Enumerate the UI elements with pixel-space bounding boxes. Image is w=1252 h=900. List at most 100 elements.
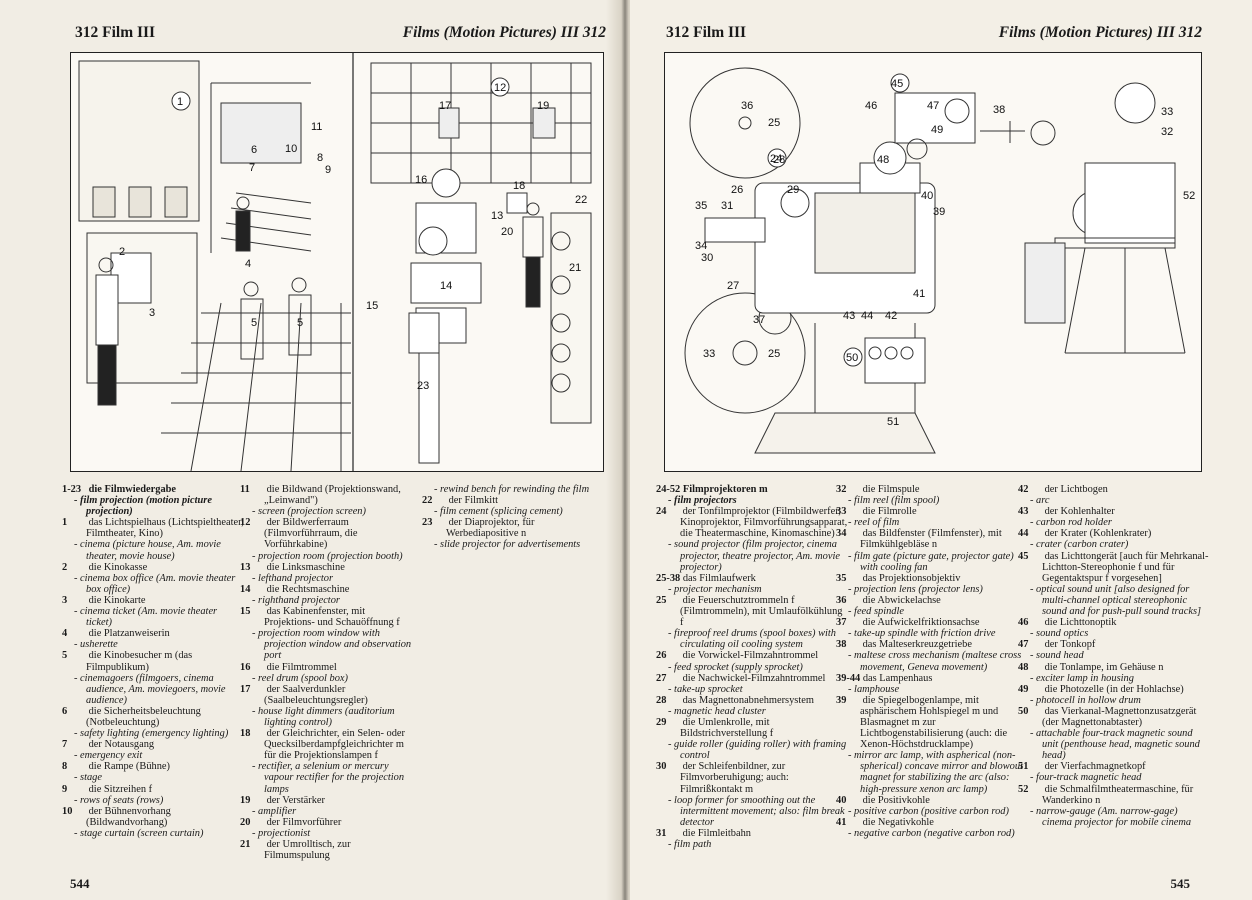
right-legend-col-1: 24-52 Filmprojektoren m- film projectors… (656, 484, 848, 850)
legend-entry: - carbon rod holder (1030, 517, 1210, 528)
figure-label: 52 (1183, 190, 1195, 202)
entry-number: 35 (836, 572, 847, 584)
legend-entry: - cinema (picture house, Am. movie theat… (74, 539, 244, 561)
legend-entry: 17 der Saalverdunkler (Saalbeleuchtungsr… (240, 683, 418, 706)
german-term: der Schleifenbildner, zur Filmvorberuhig… (680, 761, 789, 795)
entry-number: 49 (1018, 683, 1029, 695)
figure-label: 42 (885, 310, 897, 322)
legend-entry: - feed sprocket (supply sprocket) (668, 662, 848, 673)
legend-entry: 27 die Nachwickel-Filmzahntrommel (656, 672, 848, 684)
legend-entry: 35 das Projektionsobjektiv (836, 572, 1028, 584)
entry-number: 51 (1018, 761, 1029, 773)
german-term: der Bildwerferraum (Filmvorführraum, die… (264, 517, 358, 551)
legend-entry: - sound optics (1030, 628, 1210, 639)
figure-label: 51 (887, 416, 899, 428)
legend-entry: - cinema box office (Am. movie theater b… (74, 573, 244, 595)
english-term: - amplifier (252, 805, 297, 817)
english-term: - projectionist (252, 827, 311, 839)
legend-entry: 41 die Negativkohle (836, 816, 1028, 828)
legend-entry: - reel of film (848, 517, 1028, 528)
legend-entry: 24-52 Filmprojektoren m (656, 484, 848, 495)
figure-label: 26 (731, 184, 743, 196)
german-term: das Lichttongerät [auch für Mehrkanal-Li… (1042, 550, 1209, 584)
entry-number: 48 (1018, 661, 1029, 673)
german-term: der Bühnenvorhang (Bildwandvorhang) (86, 805, 171, 828)
figure-label: 5 (251, 317, 257, 329)
english-term: - slide projector for advertisements (434, 539, 581, 551)
legend-entry: - narrow-gauge (Am. narrow-gage) cinema … (1030, 806, 1210, 828)
entry-number: 30 (656, 761, 667, 773)
legend-entry: 6 die Sicherheitsbeleuchtung (Notbeleuch… (62, 706, 244, 728)
english-term: - rewind bench for rewinding the film (434, 484, 590, 495)
legend-entry: 47 der Tonkopf (1018, 639, 1210, 650)
legend-entry: - take-up sprocket (668, 684, 848, 695)
figure-label: 17 (439, 100, 451, 112)
legend-entry: 14 die Rechtsmaschine (240, 584, 418, 595)
english-term: - maltese cross mechanism (maltese cross… (848, 650, 1022, 673)
entry-number: 16 (240, 661, 251, 673)
german-term: die Abwickelachse (862, 594, 941, 606)
figure-label: 10 (285, 143, 297, 155)
german-term: die Filmrolle (862, 506, 917, 518)
english-term: - film reel (film spool) (848, 495, 940, 507)
german-term: das Malteserkreuzgetriebe (862, 639, 972, 651)
legend-entry: - optical sound unit [also designed for … (1030, 584, 1210, 617)
legend-entry: 21 der Umrolltisch, zur Filmumspulung (240, 839, 418, 861)
legend-entry: 52 die Schmalfilmtheatermaschine, für Wa… (1018, 784, 1210, 806)
entry-number: 39-44 (836, 672, 861, 684)
english-term: - projection lens (projector lens) (848, 583, 983, 595)
entry-number: 24 (656, 506, 667, 518)
right-page-number: 545 (1170, 876, 1191, 891)
figure-label: 14 (440, 280, 452, 292)
figure-label: 16 (415, 174, 427, 186)
legend-entry: 33 die Filmrolle (836, 506, 1028, 518)
legend-entry: 25 die Feuerschutztrommeln f (Filmtromme… (656, 595, 848, 628)
legend-entry: 22 der Filmkitt (422, 495, 594, 506)
entry-number: 4 (62, 628, 68, 640)
german-term: die Negativkohle (862, 816, 934, 828)
legend-entry: 28 das Magnettonabnehmersystem (656, 695, 848, 706)
left-header-left: 312 Film III (75, 24, 156, 41)
legend-entry: - rectifier, a selenium or mercury vapou… (252, 761, 418, 794)
german-term: der Tonfilmprojektor (Filmbildwerfer, Ki… (680, 506, 848, 540)
entry-number: 25-38 (656, 572, 681, 584)
entry-number: 38 (836, 639, 847, 651)
entry-number: 1 (62, 517, 68, 529)
legend-entry: 4 die Platzanweiserin (62, 628, 244, 640)
legend-entry: 20 der Filmvorführer (240, 816, 418, 828)
entry-number: 46 (1018, 617, 1029, 629)
legend-entry: - righthand projector (252, 595, 418, 606)
german-term: der Gleichrichter, ein Selen- oder Queck… (264, 728, 405, 762)
german-term: der Kohlenhalter (1044, 506, 1115, 518)
figure-label: 15 (366, 300, 378, 312)
figure-label: 30 (701, 252, 713, 264)
legend-entry: - emergency exit (74, 750, 244, 761)
legend-entry: 5 die Kinobesucher m (das Filmpublikum) (62, 650, 244, 672)
german-term: die Linksmaschine (266, 561, 345, 573)
legend-entry: - fireproof reel drums (spool boxes) wit… (668, 628, 848, 650)
german-term: der Lichtbogen (1044, 484, 1108, 495)
german-term: der Filmvorführer (266, 816, 342, 828)
legend-entry: - stage (74, 772, 244, 783)
german-term: der Saalverdunkler (Saalbeleuchtungsregl… (264, 683, 368, 706)
legend-entry: - safety lighting (emergency lighting) (74, 728, 244, 739)
legend-entry: - projector mechanism (668, 584, 848, 595)
english-term: - feed sprocket (supply sprocket) (668, 661, 803, 673)
legend-entry: - crater (carbon crater) (1030, 539, 1210, 550)
entry-number: 50 (1018, 705, 1029, 717)
english-term: - mirror arc lamp, with aspherical (non-… (848, 750, 1023, 795)
legend-entry: - usherette (74, 639, 244, 650)
english-term: - screen (projection screen) (252, 506, 366, 518)
legend-entry: 36 die Abwickelachse (836, 594, 1028, 606)
german-term: die Photozelle (in der Hohlachse) (1044, 683, 1184, 695)
german-term: das Kabinenfenster, mit Projektions- und… (264, 606, 400, 629)
legend-entry: - sound projector (film projector, cinem… (668, 539, 848, 572)
english-term: - cinema (picture house, Am. movie theat… (74, 539, 221, 562)
figure-label: 12 (494, 82, 506, 94)
german-term: die Nachwickel-Filmzahntrommel (682, 672, 826, 684)
legend-entry: 23 der Diaprojektor, für Werbediapositiv… (422, 517, 594, 539)
legend-entry: 7 der Notausgang (62, 739, 244, 750)
german-term: Filmprojektoren m (682, 484, 768, 495)
legend-entry: - negative carbon (negative carbon rod) (848, 828, 1028, 839)
